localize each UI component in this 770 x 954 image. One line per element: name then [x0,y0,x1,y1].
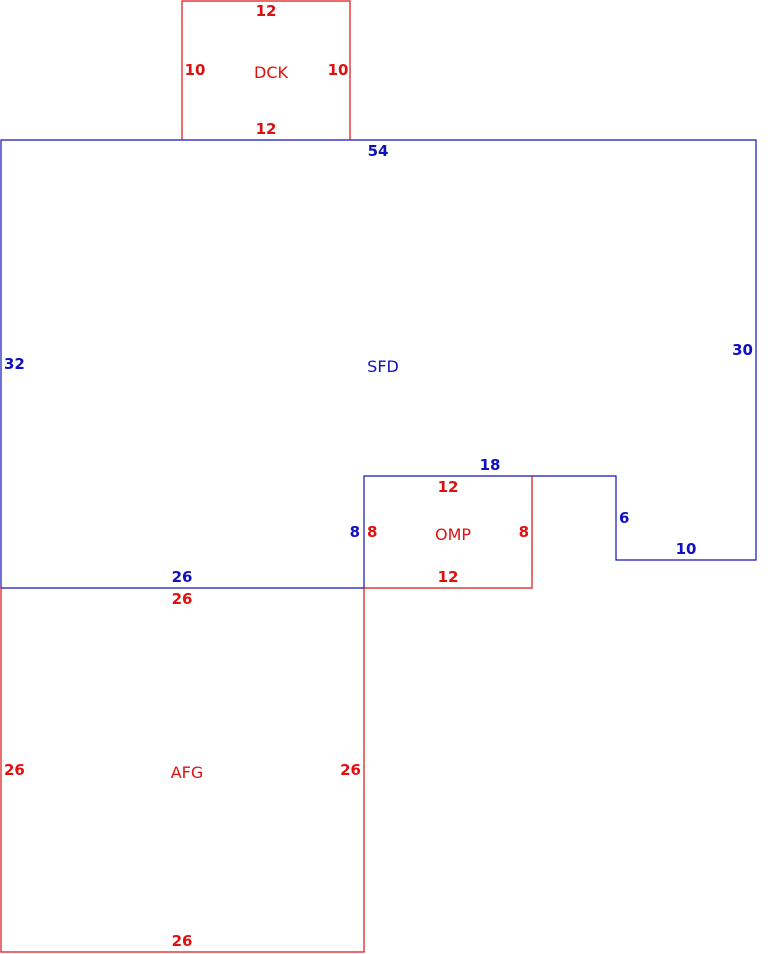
dck-bottom-dimension: 12 [256,120,277,138]
sfd-notch-top-dimension: 18 [480,456,501,474]
afg-right-dimension: 26 [340,761,361,779]
sfd-bottom-right-dimension: 10 [676,540,697,558]
omp-left-dimension: 8 [367,523,377,541]
sfd-outline [0,139,757,589]
sfd-bottom-left-dimension: 26 [172,568,193,586]
sfd-notch-left-dimension: 8 [350,523,360,541]
sfd-top-dimension: 54 [368,142,389,160]
afg-bottom-dimension: 26 [172,932,193,950]
dck-right-dimension: 10 [328,61,349,79]
omp-right-dimension: 8 [519,523,529,541]
sfd-left-dimension: 32 [4,355,25,373]
afg-top-dimension: 26 [172,590,193,608]
afg-outline [0,588,365,953]
sfd-notch-right-dimension: 6 [619,509,629,527]
afg-left-dimension: 26 [4,761,25,779]
dck-outline [181,0,351,140]
afg-area-label: AFG [171,763,204,782]
omp-outline [364,476,533,589]
sfd-area-label: SFD [367,357,399,376]
dck-left-dimension: 10 [185,61,206,79]
omp-area-label: OMP [435,525,471,544]
sfd-right-dimension: 30 [732,341,753,359]
dck-top-dimension: 12 [256,2,277,20]
dck-area-label: DCK [254,63,288,82]
omp-bottom-dimension: 12 [438,568,459,586]
omp-top-dimension: 12 [438,478,459,496]
